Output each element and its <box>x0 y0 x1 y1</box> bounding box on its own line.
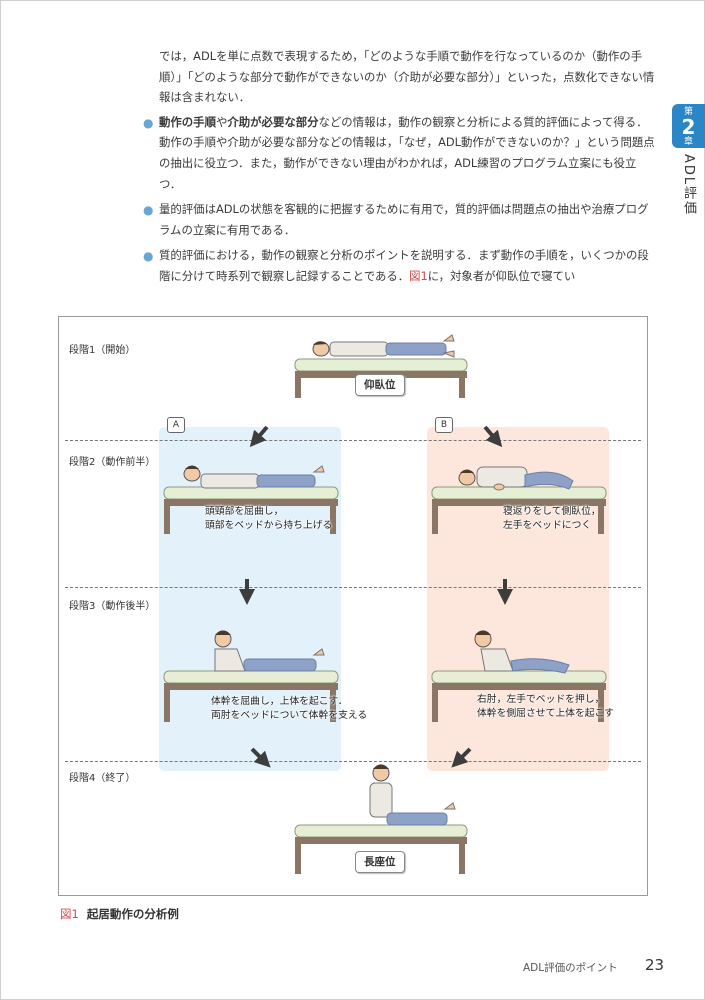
note-line: 寝返りをして側臥位， <box>503 506 601 517</box>
bold-term: 介助が必要な部分 <box>227 114 319 129</box>
note-line: 左手をベッドにつく <box>503 520 592 531</box>
stage-label-4: 段階4（終了） <box>69 773 136 784</box>
note-line: 頭頸部を屈曲し， <box>205 506 284 517</box>
note-line: 体幹を屈曲し，上体を起こす． <box>211 696 348 707</box>
lane-tag-b: B <box>435 417 453 433</box>
stage-label-2: 段階2（動作前半） <box>69 457 156 468</box>
chapter-prefix: 第 <box>683 107 693 117</box>
chapter-suffix: 章 <box>683 137 693 147</box>
figure-caption: 図1 起居動作の分析例 <box>60 906 179 922</box>
note-line: 両肘をベッドについて体幹を支える <box>211 710 368 721</box>
bed-stage3b <box>431 670 607 722</box>
person-supine-figure <box>312 334 455 358</box>
chapter-title: ADL評価 <box>681 154 696 217</box>
chapter-number: 2 <box>681 115 696 139</box>
chapter-tab: 第 2 章 <box>672 104 705 148</box>
page-number: 23 <box>645 956 665 974</box>
figure-illustration <box>163 334 607 874</box>
body-text: では，ADLを単に点数で表現するため，「どのような手順で動作を行なっているのか（… <box>140 46 655 292</box>
running-footer: ADL評価のポイント <box>523 962 618 974</box>
bullet-dot-icon: ● <box>143 203 154 218</box>
intro-paragraph: では，ADLを単に点数で表現するため，「どのような手順で動作を行なっているのか（… <box>159 49 655 105</box>
bullet-text: などの情報は，動作の観察と分析による質的評価によって得る．動作の手順や介助が必要… <box>159 114 655 191</box>
person-side-push-figure <box>474 630 570 674</box>
bullet-text: に，対象者が仰臥位で寝てい <box>427 268 576 283</box>
figure-reference-link[interactable]: 図1 <box>409 268 428 283</box>
lane-tag-a: A <box>167 417 185 433</box>
person-long-sitting-figure <box>369 764 456 826</box>
bed-stage4 <box>294 824 468 874</box>
flow-arrow-icon <box>239 425 513 768</box>
note-b3: 右肘，左手でベッドを押し， 体幹を側屈させて上体を起こす <box>477 693 614 721</box>
start-position-label: 仰臥位 <box>355 374 405 396</box>
note-a3: 体幹を屈曲し，上体を起こす． 両肘をベッドについて体幹を支える <box>211 695 367 723</box>
person-side-lying-figure <box>458 466 574 491</box>
note-line: 右肘，左手でベッドを押し， <box>477 694 605 705</box>
note-b2: 寝返りをして側臥位， 左手をベッドにつく <box>503 505 601 533</box>
bullet-text: 量的評価はADLの状態を客観的に把握するために有用で，質的評価は問題点の抽出や治… <box>159 202 649 237</box>
bullet-item: ● 動作の手順や介助が必要な部分などの情報は，動作の観察と分析による質的評価によっ… <box>140 112 655 194</box>
end-position-label: 長座位 <box>355 851 405 873</box>
note-a2: 頭頸部を屈曲し， 頭部をベッドから持ち上げる <box>205 505 332 533</box>
bold-term: 動作の手順 <box>159 114 216 129</box>
stage-label-3: 段階3（動作後半） <box>69 601 156 612</box>
figure-number: 図1 <box>60 907 79 921</box>
bullet-item: ● 質的評価における，動作の観察と分析のポイントを説明する．まず動作の手順を，いく… <box>140 245 655 286</box>
bullet-item: ● 量的評価はADLの状態を客観的に把握するために有用で，質的評価は問題点の抽出や… <box>140 199 655 240</box>
figure-panel: 段階1（開始） 段階2（動作前半） 段階3（動作後半） 段階4（終了） A B <box>58 316 648 896</box>
person-elbow-support-figure <box>214 630 325 672</box>
bullet-text: 質的評価における，動作の観察と分析のポイントを説明する．まず動作の手順を，いくつ… <box>159 248 649 283</box>
bullet-dot-icon: ● <box>143 115 154 130</box>
note-line: 体幹を側屈させて上体を起こす <box>477 708 614 719</box>
stage-divider <box>65 587 641 588</box>
bullet-dot-icon: ● <box>143 249 154 264</box>
note-line: 頭部をベッドから持ち上げる <box>205 520 333 531</box>
stage-divider <box>65 440 641 441</box>
stage-label-1: 段階1（開始） <box>69 345 136 356</box>
stage-divider <box>65 761 641 762</box>
figure-title: 起居動作の分析例 <box>86 907 179 921</box>
person-head-lift-figure <box>183 465 325 489</box>
connector-text: や <box>215 114 228 129</box>
